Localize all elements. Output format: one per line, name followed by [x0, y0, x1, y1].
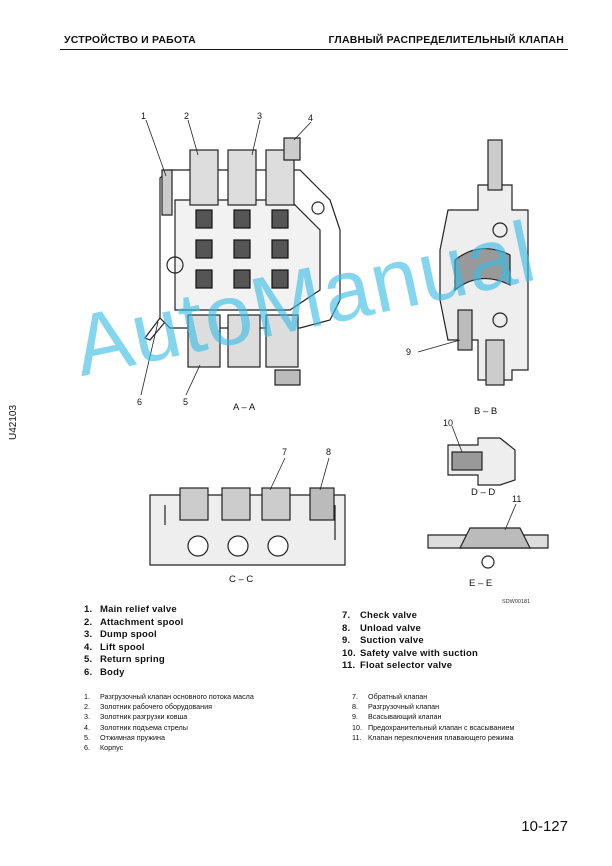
- list-item: 7.Обратный клапан: [352, 692, 428, 701]
- list-item: 9.Suction valve: [342, 635, 424, 647]
- list-item: 10.Предохранительный клапан с всасывание…: [352, 722, 515, 732]
- list-item: 10.Safety valve with suction: [342, 647, 478, 659]
- legend-en-right: 7.Check valve 8.Unload valve 9.Suction v…: [342, 610, 478, 673]
- header-chapter-title: ГЛАВНЫЙ РАСПРЕДЕЛИТЕЛЬНЫЙ КЛАПАН: [328, 34, 564, 46]
- callout-11: 11: [512, 494, 522, 504]
- section-label-e-e: E – E: [469, 578, 493, 589]
- callout-4: 4: [308, 113, 314, 123]
- list-item: 9.Всасывающий клапан: [352, 712, 442, 722]
- list-item: 1.Разгрузочный клапан основного потока м…: [84, 692, 254, 701]
- list-item: 4.Lift spool: [84, 641, 145, 653]
- section-e-e-drawing: [427, 527, 549, 569]
- list-item: 5.Отжимная пружина: [84, 732, 166, 742]
- callout-1: 1: [141, 111, 147, 121]
- drawing-code: SDW00181: [502, 599, 531, 605]
- list-item: 6.Body: [84, 666, 125, 678]
- page-number: 10-127: [521, 818, 568, 835]
- section-label-d-d: D – D: [471, 487, 496, 498]
- list-item: 5.Return spring: [84, 654, 165, 666]
- legend-ru-left: 1.Разгрузочный клапан основного потока м…: [84, 692, 254, 753]
- section-b-b-drawing: [439, 139, 529, 386]
- list-item: 1.Main relief valve: [84, 604, 177, 615]
- list-item: 8.Unload valve: [342, 622, 422, 634]
- section-label-b-b: B – B: [474, 406, 498, 417]
- section-label-a-a: A – A: [233, 402, 256, 413]
- list-item: 3.Золотник разгрузки ковша: [84, 712, 188, 722]
- header-rule: [60, 49, 568, 51]
- legend-en-left: 1.Main relief valve 2.Attachment spool 3…: [84, 604, 183, 680]
- callout-6: 6: [137, 397, 143, 407]
- callout-2: 2: [184, 111, 190, 121]
- header-section-title: УСТРОЙСТВО И РАБОТА: [64, 34, 196, 46]
- callout-8: 8: [326, 447, 332, 457]
- callout-9: 9: [406, 347, 412, 357]
- list-item: 6.Корпус: [84, 743, 124, 753]
- callout-5: 5: [183, 397, 189, 407]
- section-c-c-drawing: [149, 487, 346, 566]
- callout-3: 3: [257, 111, 263, 121]
- list-item: 2.Золотник рабочего оборудования: [84, 702, 213, 712]
- list-item: 3.Dump spool: [84, 629, 157, 641]
- list-item: 7.Check valve: [342, 610, 418, 621]
- list-item: 4.Золотник подъема стрелы: [84, 722, 188, 732]
- legend-ru-right: 7.Обратный клапан 8.Разгрузочный клапан …: [352, 692, 514, 743]
- list-item: 11.Float selector valve: [342, 660, 453, 672]
- callout-7: 7: [282, 447, 288, 457]
- section-label-c-c: C – C: [229, 574, 254, 585]
- section-d-d-drawing: [447, 437, 516, 486]
- list-item: 8.Разгрузочный клапан: [352, 702, 440, 712]
- list-item: 11.Клапан переключения плавающего режима: [352, 732, 514, 742]
- list-item: 2.Attachment spool: [84, 616, 184, 628]
- callout-10: 10: [443, 418, 454, 428]
- section-a-a-drawing: [144, 137, 341, 386]
